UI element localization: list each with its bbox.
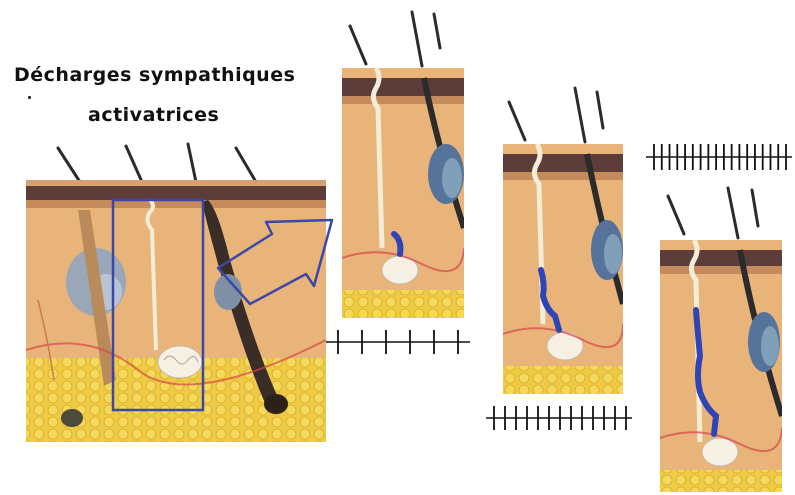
title-line-2: activatrices <box>88 104 219 126</box>
skin-section-3 <box>660 186 782 492</box>
spike-train-medium <box>484 402 634 434</box>
title-line-1: Décharges sympathiques <box>14 64 295 86</box>
decorative-dot <box>28 96 31 99</box>
arrow <box>210 200 350 310</box>
spike-train-low <box>324 326 472 358</box>
skin-section-1 <box>342 8 464 318</box>
skin-section-2 <box>503 84 623 394</box>
spike-train-high <box>644 140 794 174</box>
